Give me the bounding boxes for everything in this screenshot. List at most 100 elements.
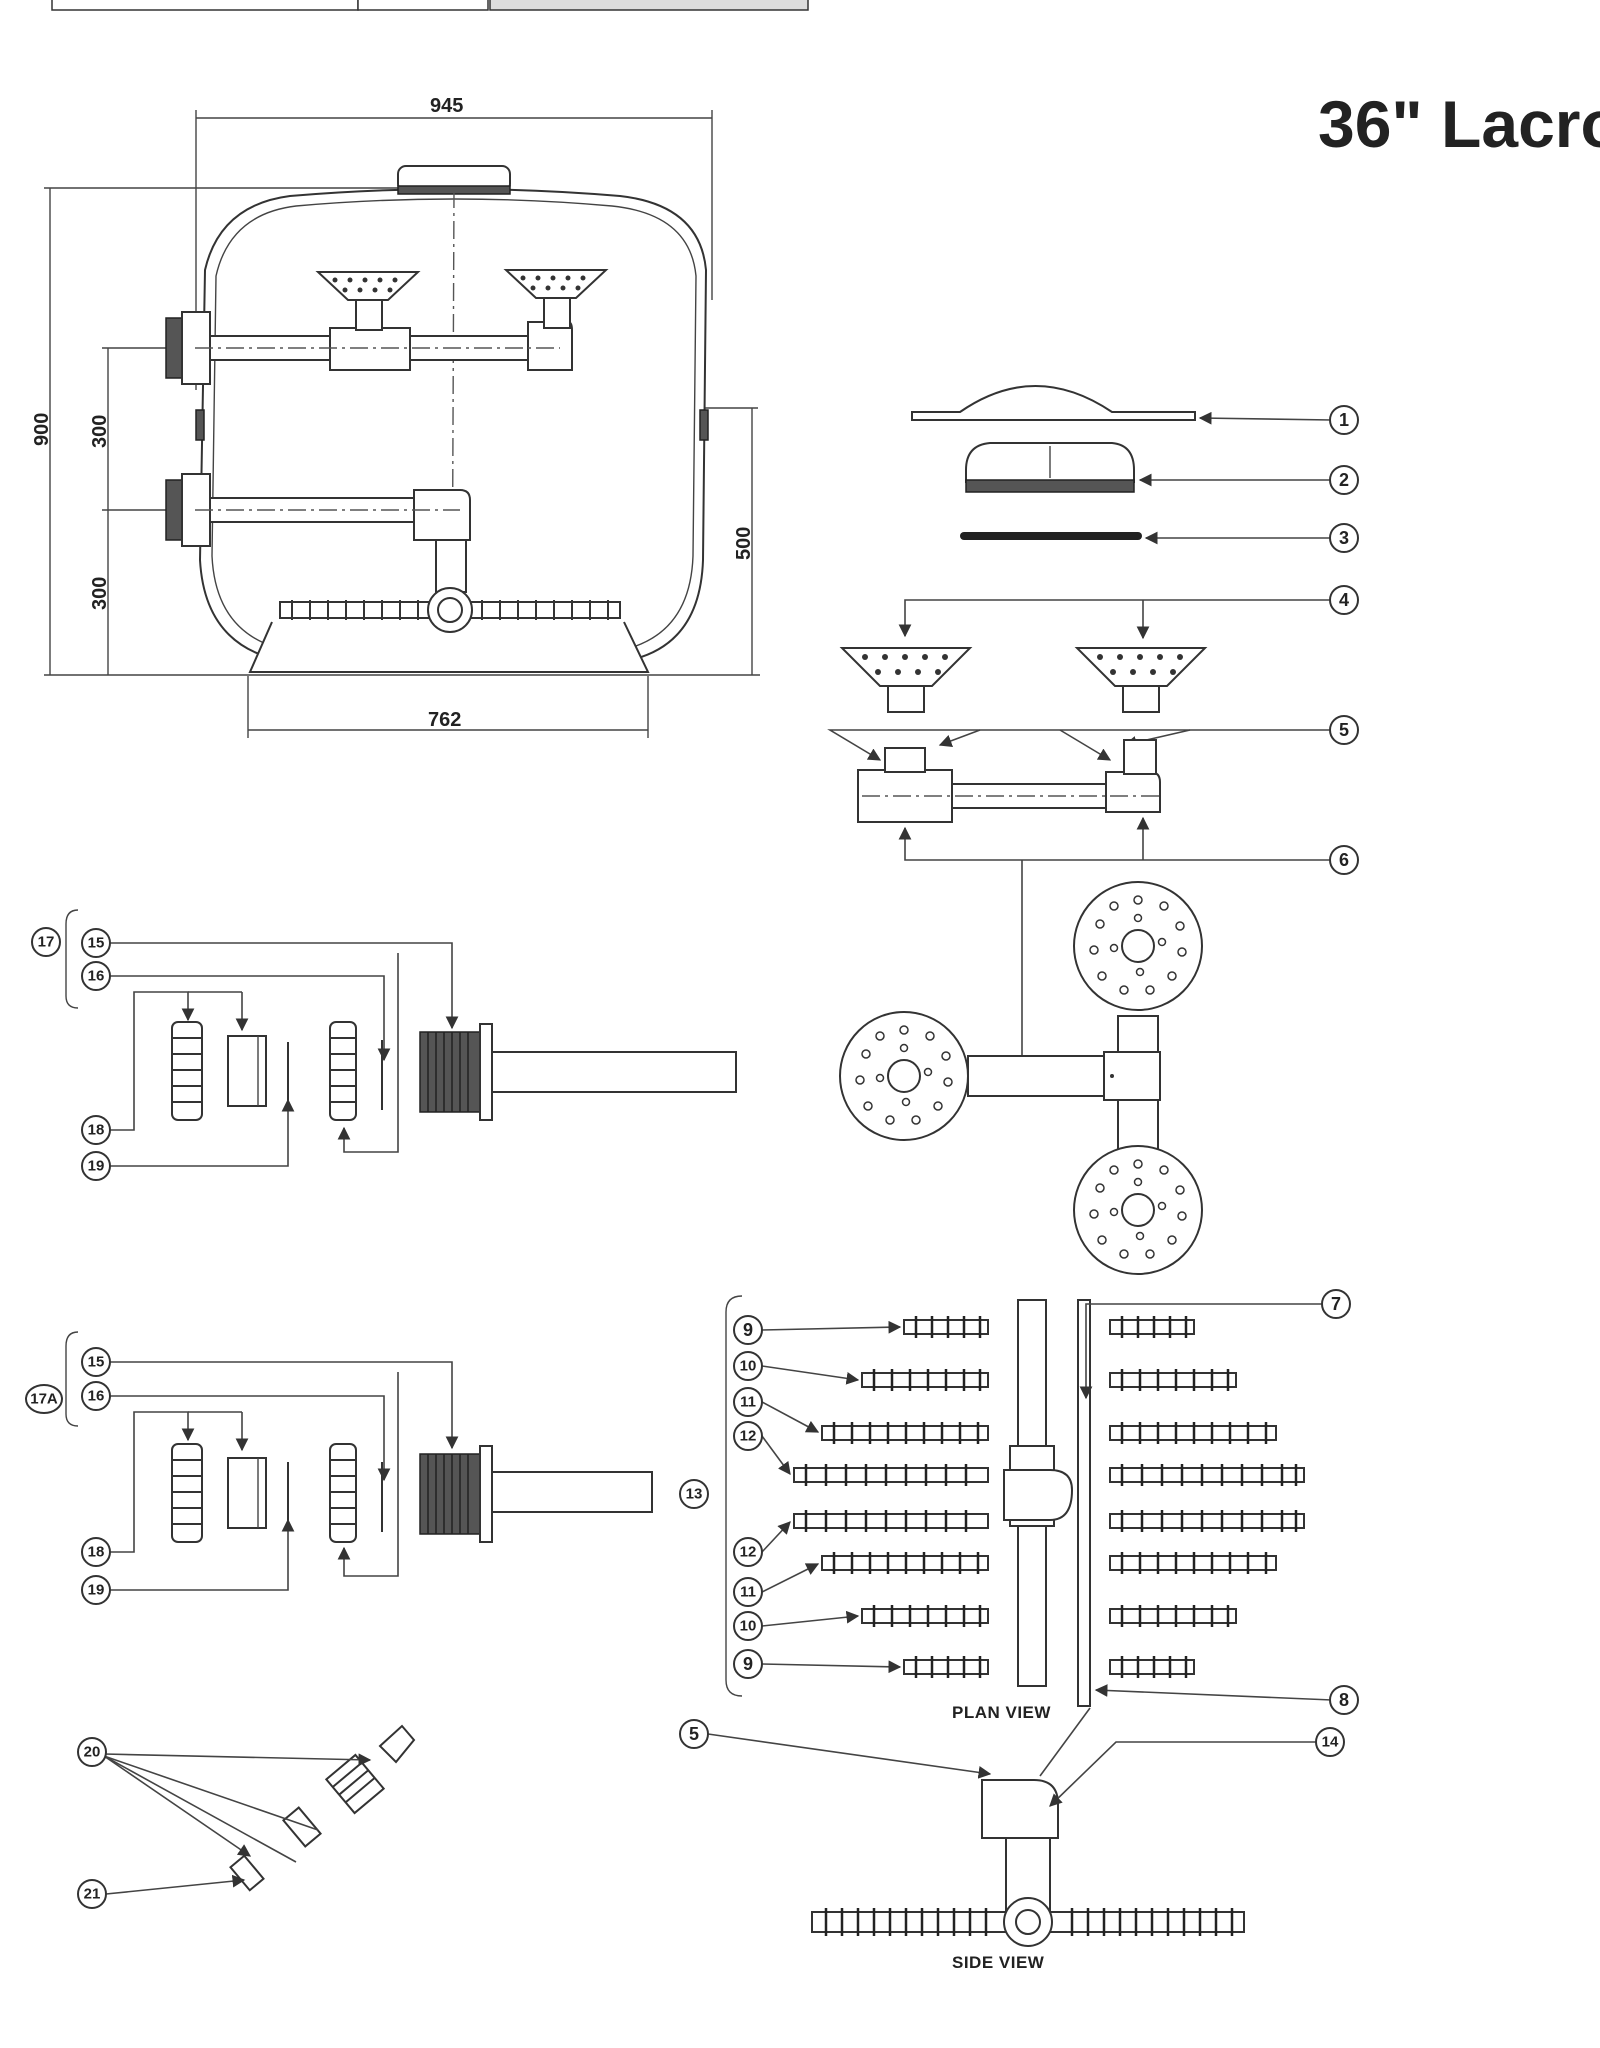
- callout-label: 7: [1331, 1294, 1341, 1314]
- callout-label: 12: [740, 1428, 757, 1445]
- callout-10: 10: [733, 1351, 763, 1381]
- laterals-plan-view: PLAN VIEW: [725, 1295, 1333, 1722]
- callout-label: 4: [1339, 590, 1349, 610]
- callout-17a: 17A: [25, 1384, 63, 1414]
- callout-label: 10: [740, 1358, 757, 1375]
- page-title: 36" Lacro: [1318, 87, 1600, 161]
- callout-circle: [1329, 845, 1359, 875]
- callout-circle: [81, 928, 111, 958]
- callout-19: 19: [81, 1575, 111, 1605]
- callout-18: 18: [81, 1115, 111, 1145]
- callout-label: 8: [1339, 1690, 1349, 1710]
- callout-label: 14: [1322, 1734, 1339, 1751]
- callout-1: 1: [1329, 405, 1359, 435]
- callout-circle: [733, 1577, 763, 1607]
- dim-side-height-label: 500: [733, 527, 755, 560]
- callout-19: 19: [81, 1151, 111, 1181]
- callout-circle: [31, 927, 61, 957]
- dim-lower-spacing-label: 300: [89, 577, 111, 610]
- callout-label: 9: [743, 1654, 753, 1674]
- callout-13: 13: [679, 1479, 709, 1509]
- callout-label: 5: [689, 1724, 699, 1744]
- callout-12: 12: [733, 1421, 763, 1451]
- callout-circle: [81, 1151, 111, 1181]
- dim-height-label: 900: [31, 413, 53, 446]
- top-tab-3[interactable]: [489, 0, 809, 11]
- callout-14: 14: [1315, 1727, 1345, 1757]
- callout-label: 15: [88, 1354, 105, 1371]
- callout-18: 18: [81, 1537, 111, 1567]
- callout-10: 10: [733, 1611, 763, 1641]
- callout-circle: [81, 1537, 111, 1567]
- callout-circle: [679, 1719, 709, 1749]
- callout-15: 15: [81, 928, 111, 958]
- callout-circle: [733, 1537, 763, 1567]
- callout-label: 11: [740, 1394, 756, 1411]
- callout-circle: [679, 1479, 709, 1509]
- callout-label: 9: [743, 1320, 753, 1340]
- laterals-side-view: SIDE VIEW: [707, 1707, 1318, 1972]
- dim-base-width-label: 762: [428, 709, 461, 731]
- fittings-20-21: [103, 1724, 416, 1895]
- callout-circle: [81, 1381, 111, 1411]
- callout-3: 3: [1329, 523, 1359, 553]
- callout-5: 5: [1329, 715, 1359, 745]
- callout-label: 17A: [30, 1391, 58, 1408]
- callout-circle: [733, 1315, 763, 1345]
- top-tab-bar: [51, 0, 809, 11]
- callout-layer: 12345678991010111112121314151516161717A1…: [25, 405, 1359, 1909]
- callout-label: 16: [88, 968, 105, 985]
- callout-circle: [1329, 715, 1359, 745]
- callout-6: 6: [1329, 845, 1359, 875]
- top-tab-2[interactable]: [357, 0, 489, 11]
- callout-15: 15: [81, 1347, 111, 1377]
- callout-16: 16: [81, 961, 111, 991]
- callout-circle: [1329, 465, 1359, 495]
- callout-label: 11: [740, 1584, 756, 1601]
- callout-circle: [1315, 1727, 1345, 1757]
- dim-upper-spacing-label: 300: [89, 415, 111, 448]
- callout-label: 15: [88, 935, 105, 952]
- callout-circle: [81, 961, 111, 991]
- top-tab-1[interactable]: [51, 0, 359, 11]
- dim-width-label: 945: [430, 95, 463, 117]
- callout-label: 21: [84, 1886, 101, 1903]
- callout-label: 6: [1339, 850, 1349, 870]
- callout-label: 3: [1339, 528, 1349, 548]
- callout-21: 21: [77, 1879, 107, 1909]
- callout-label: 12: [740, 1544, 757, 1561]
- callout-2: 2: [1329, 465, 1359, 495]
- callout-circle: [25, 1384, 63, 1414]
- tank-elevation: 945 900 300 300 500 762: [31, 95, 760, 738]
- callout-7: 7: [1321, 1289, 1351, 1319]
- callout-circle: [1321, 1289, 1351, 1319]
- callout-label: 10: [740, 1618, 757, 1635]
- exploded-top-parts: [827, 385, 1333, 1092]
- callout-circle: [1329, 585, 1359, 615]
- callout-label: 20: [84, 1744, 101, 1761]
- callout-circle: [81, 1575, 111, 1605]
- callout-label: 2: [1339, 470, 1349, 490]
- side-view-label: SIDE VIEW: [952, 1953, 1045, 1972]
- callout-circle: [1329, 1685, 1359, 1715]
- port-assembly-17a: [65, 1331, 653, 1591]
- callout-9: 9: [733, 1649, 763, 1679]
- callout-circle: [81, 1347, 111, 1377]
- callout-circle: [77, 1879, 107, 1909]
- callout-circle: [733, 1649, 763, 1679]
- callout-label: 5: [1339, 720, 1349, 740]
- callout-label: 1: [1339, 410, 1349, 430]
- callout-5: 5: [679, 1719, 709, 1749]
- callout-20: 20: [77, 1737, 107, 1767]
- callout-label: 16: [88, 1388, 105, 1405]
- callout-12: 12: [733, 1537, 763, 1567]
- callout-16: 16: [81, 1381, 111, 1411]
- callout-9: 9: [733, 1315, 763, 1345]
- lateral-hub-assembly: [839, 881, 1203, 1275]
- callout-circle: [733, 1387, 763, 1417]
- plan-view-label: PLAN VIEW: [952, 1703, 1051, 1722]
- callout-17: 17: [31, 927, 61, 957]
- callout-circle: [81, 1115, 111, 1145]
- port-assembly-17: [65, 909, 737, 1167]
